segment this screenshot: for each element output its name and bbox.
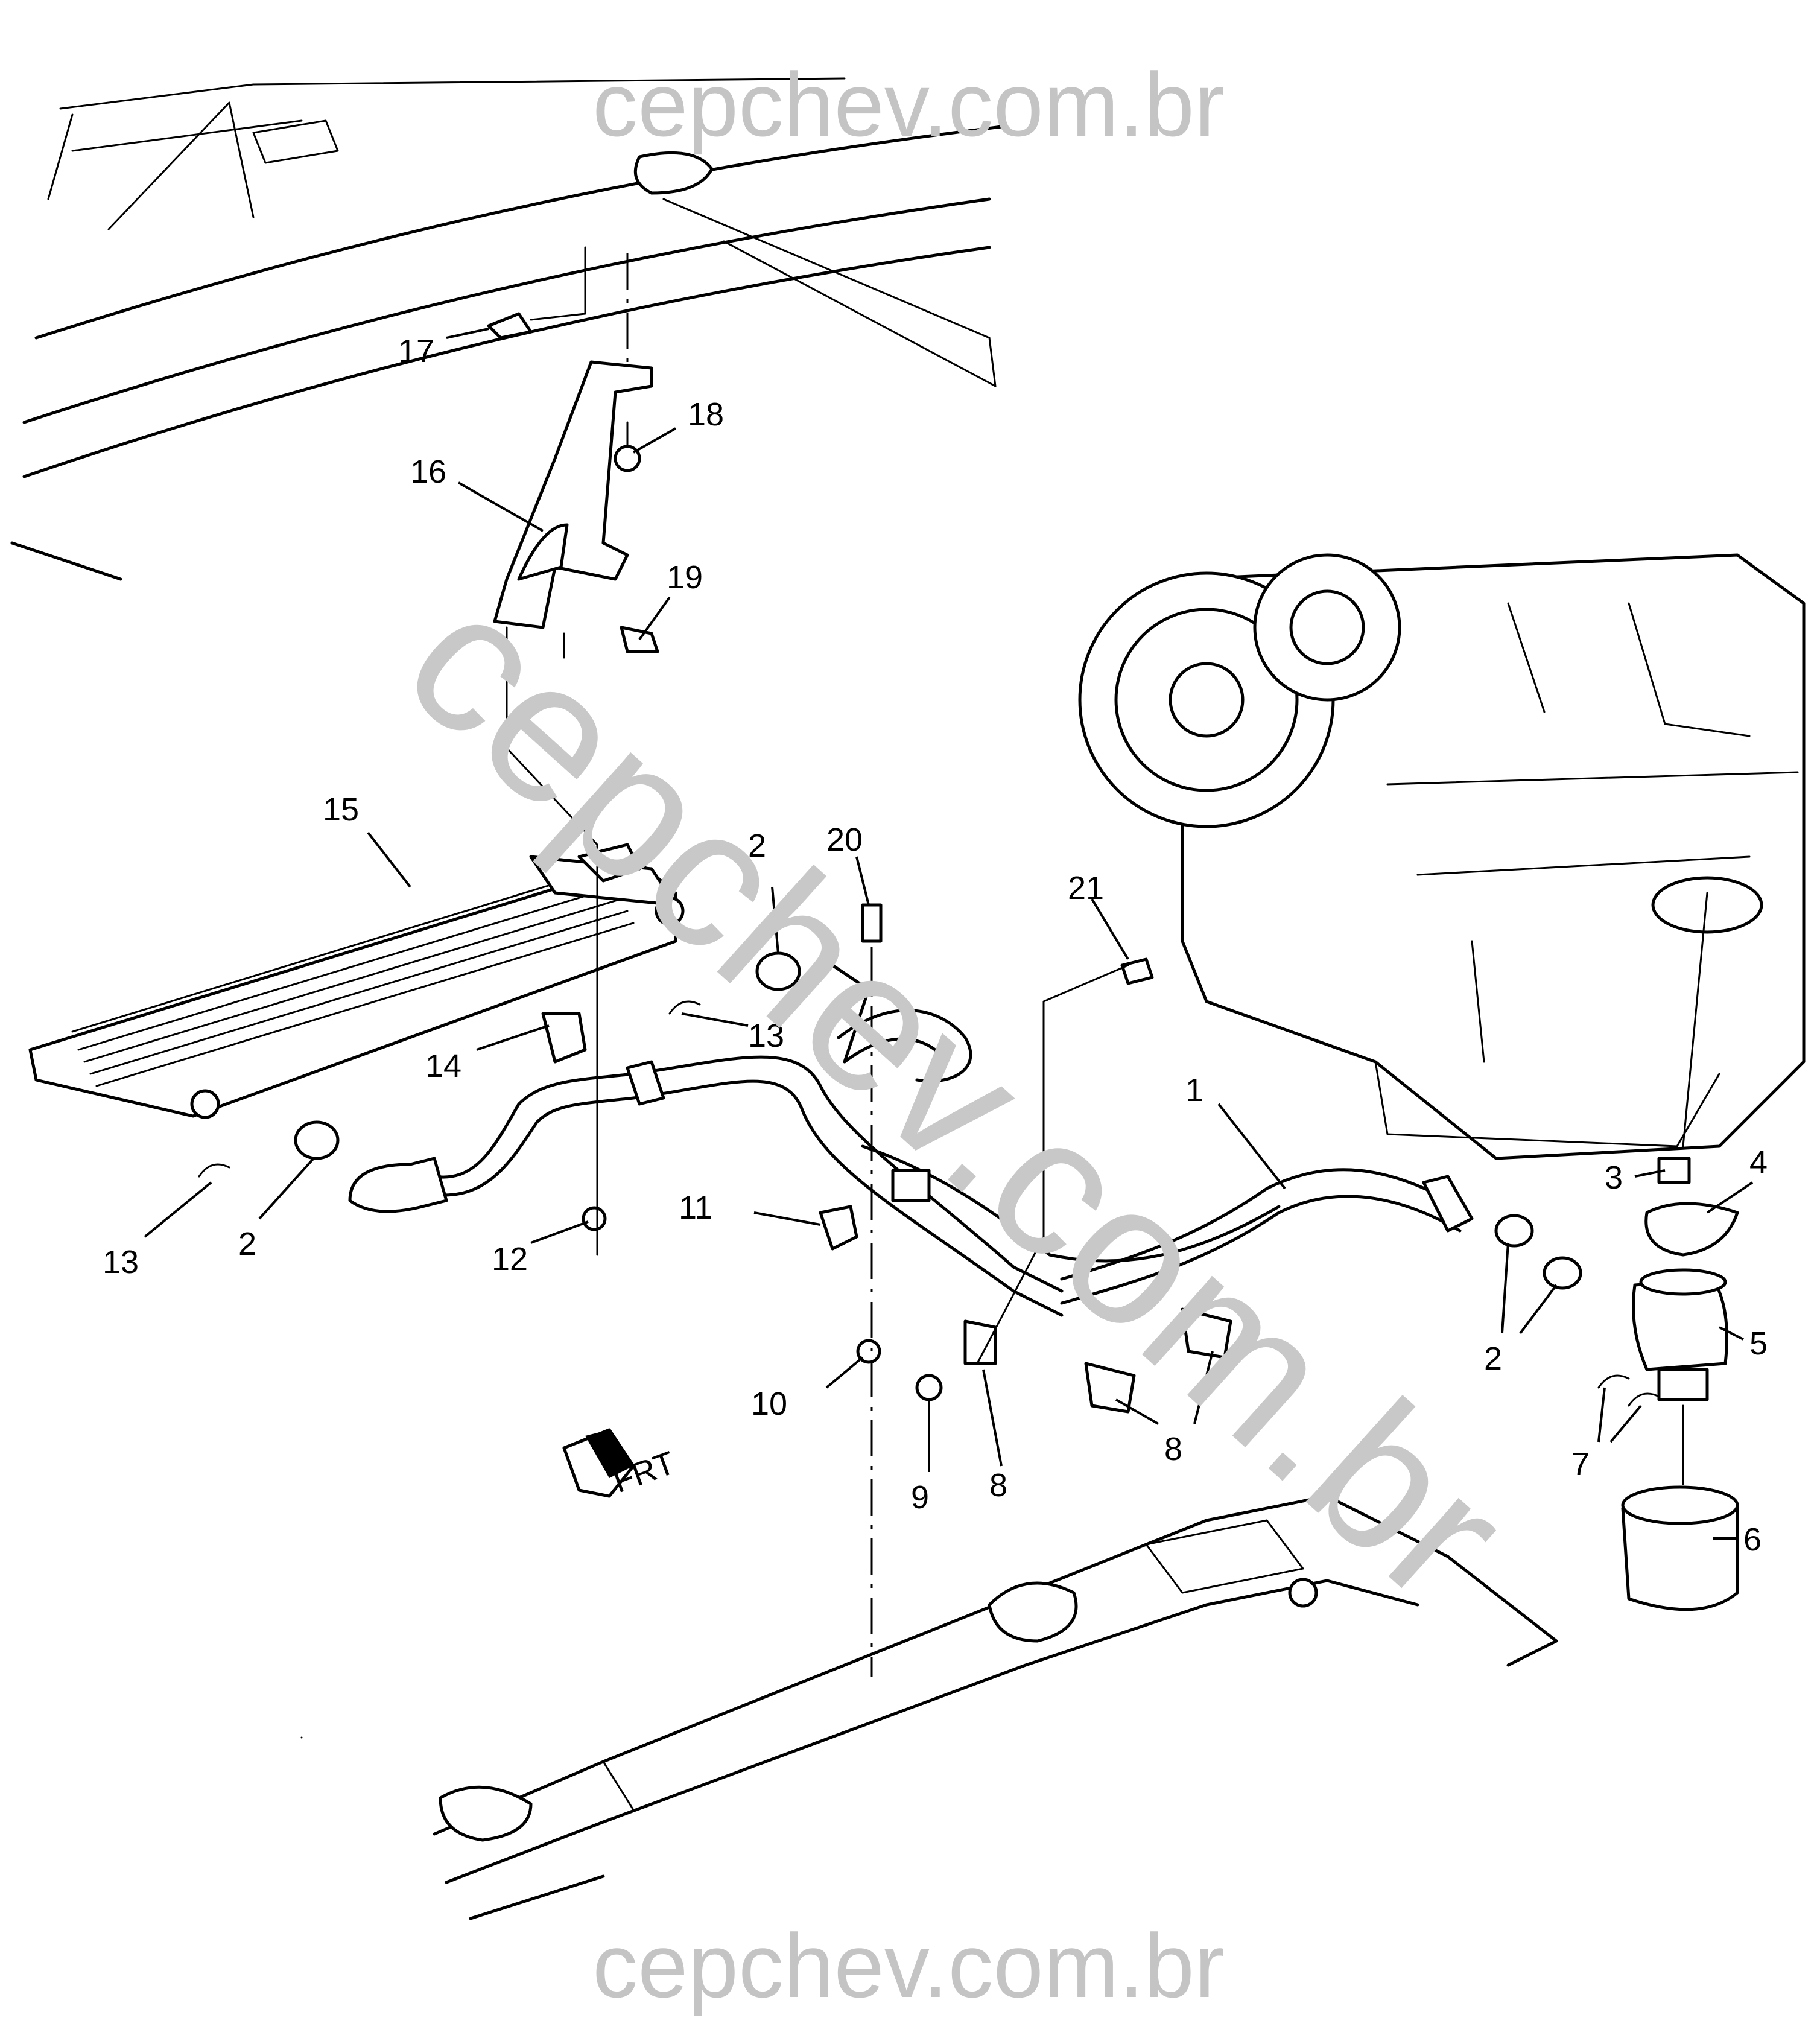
callout-17: 17 (398, 333, 434, 369)
callout-2a: 2 (748, 828, 766, 864)
small-components (198, 903, 1660, 1414)
watermark-bottom: cepchev.com.br (592, 1915, 1225, 2016)
callout-7: 7 (1571, 1446, 1590, 1482)
callout-9: 9 (911, 1479, 929, 1516)
leader-lines (144, 328, 1754, 1540)
callout-21: 21 (1068, 870, 1104, 906)
oil-cooler (28, 843, 685, 1119)
front-crossmember (433, 1494, 1558, 1920)
callout-1: 1 (1185, 1072, 1203, 1108)
callout-6: 6 (1743, 1522, 1762, 1558)
callout-4: 4 (1749, 1144, 1768, 1181)
callout-11: 11 (679, 1190, 712, 1226)
watermarks: cepchev.com.br cepchev.com.br cepchev.co… (365, 54, 1548, 2016)
callouts: 1 2 2 2 3 4 5 6 7 8 8 9 10 11 12 13 13 1… (103, 333, 1768, 1558)
callout-12: 12 (492, 1241, 528, 1277)
watermark-top: cepchev.com.br (592, 54, 1225, 155)
upper-body-structure (10, 77, 1003, 581)
callout-5: 5 (1749, 1325, 1768, 1362)
callout-16: 16 (410, 454, 446, 490)
callout-19: 19 (667, 559, 703, 595)
oil-cooler-lines (348, 963, 1474, 1317)
callout-2c: 2 (1484, 1341, 1502, 1377)
watermark-diagonal: cepchev.com.br (365, 547, 1548, 1644)
callout-3: 3 (1605, 1160, 1623, 1196)
callout-8b: 8 (1164, 1431, 1182, 1467)
alignment-lines (300, 246, 1708, 1739)
callout-13a: 13 (748, 1018, 784, 1054)
engine-block (1078, 553, 1806, 1160)
callout-15: 15 (323, 792, 359, 828)
callout-2b: 2 (238, 1226, 256, 1262)
callout-18: 18 (688, 396, 724, 433)
callout-20: 20 (826, 822, 863, 858)
callout-8a: 8 (989, 1467, 1007, 1503)
callout-13b: 13 (103, 1244, 139, 1280)
front-direction-arrow: FRT (562, 1428, 680, 1500)
callout-10: 10 (751, 1386, 787, 1422)
callout-14: 14 (425, 1048, 461, 1084)
oil-filter-assembly (1621, 1157, 1739, 1611)
